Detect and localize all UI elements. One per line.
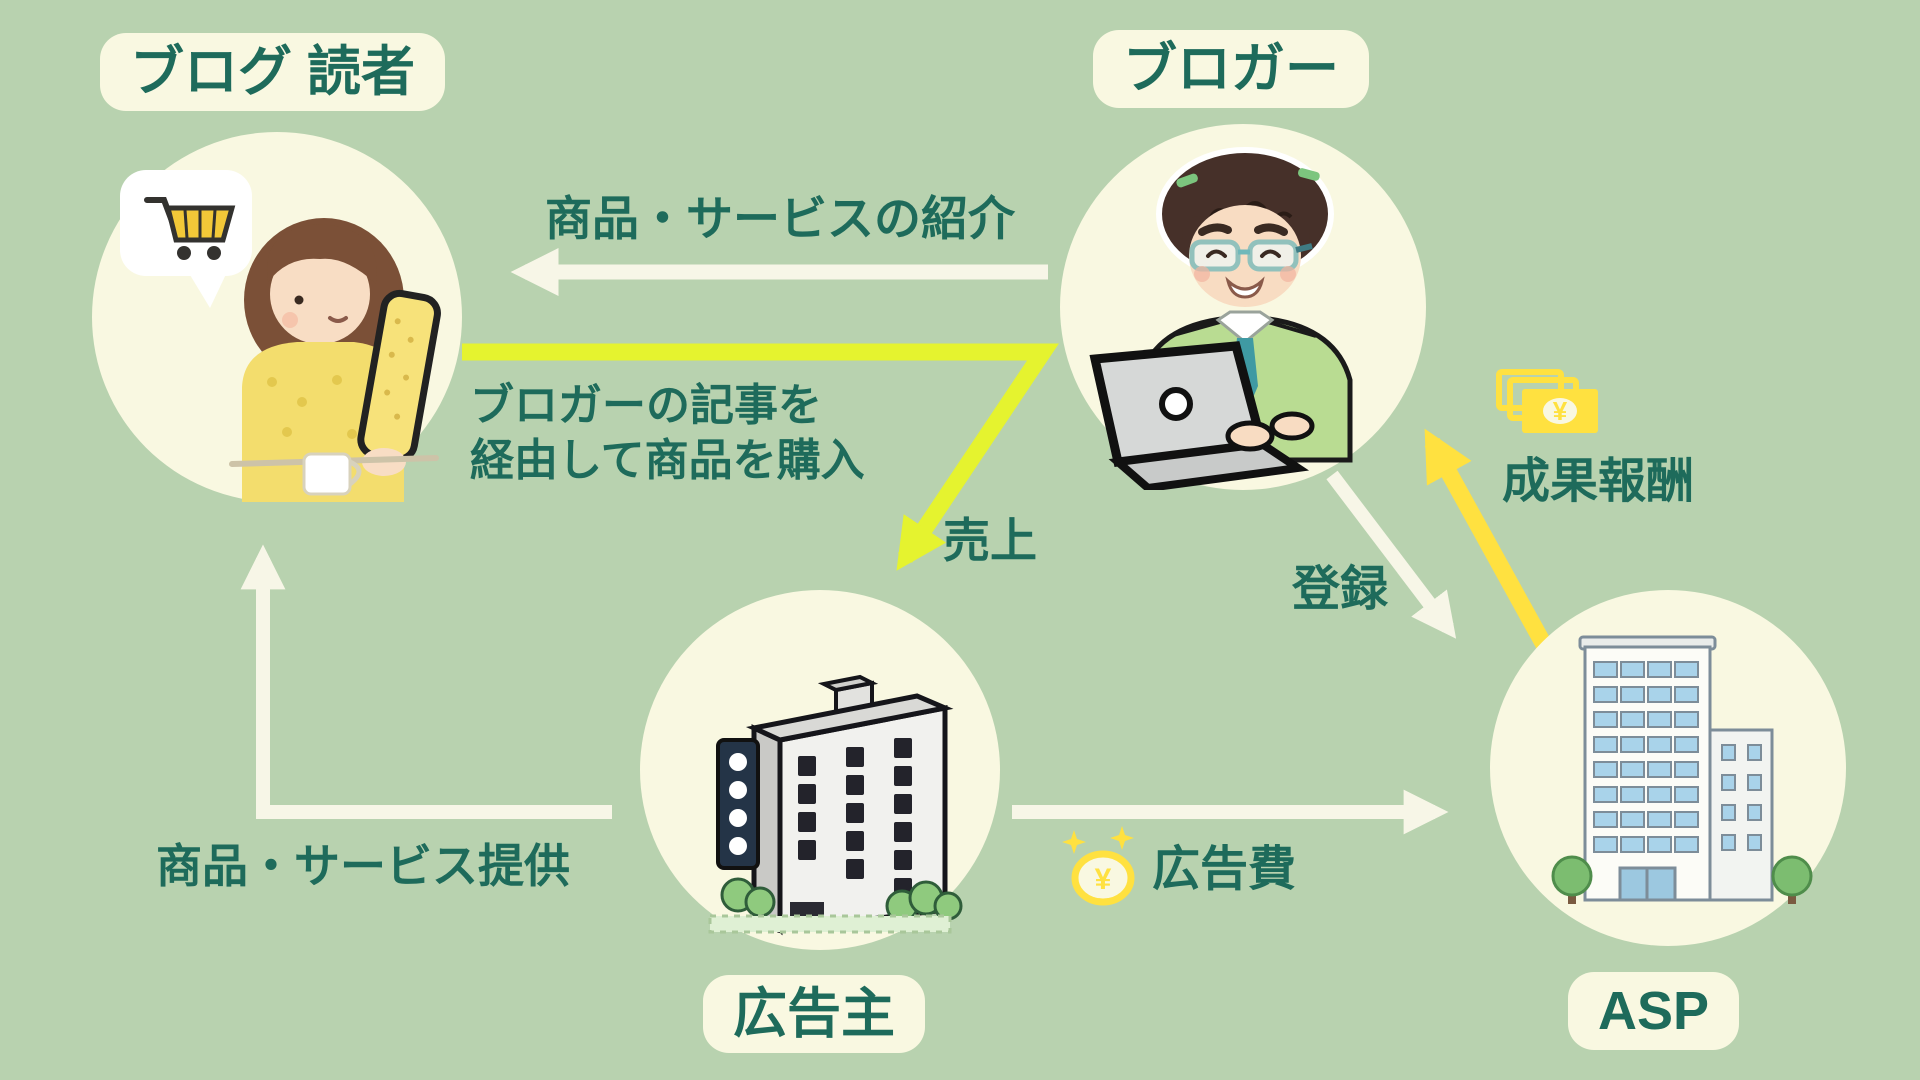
- arrow-reward: [1424, 428, 1556, 657]
- edge-label-intro: 商品・サービスの紹介: [545, 192, 1015, 245]
- blogger-figure: [1089, 147, 1353, 490]
- arrow-provide: [240, 544, 612, 819]
- asp-label: ASP: [1568, 972, 1740, 1051]
- blogger-label: ブロガー: [1093, 30, 1369, 109]
- edge-label-purchase-line1: ブロガーの記事を: [470, 381, 822, 430]
- hairpin-icon: [1297, 168, 1320, 181]
- asp-node-circle: [1490, 590, 1846, 946]
- yen-banknotes-icon: ¥: [1496, 369, 1598, 433]
- edge-label-sales: 売上: [943, 514, 1037, 567]
- woman-reading-phone-illustration: [120, 170, 441, 502]
- blogger-node-circle: [1060, 124, 1426, 490]
- laptop-icon: [1089, 341, 1310, 490]
- glasses-icon: [1189, 239, 1313, 272]
- advertiser-building: [708, 674, 963, 936]
- man-with-laptop-illustration: [1089, 147, 1353, 490]
- building-sign: [716, 738, 760, 870]
- shopping-cart-icon: [120, 170, 252, 308]
- office-building-illustration: [708, 674, 963, 936]
- hairpin-icon: [1176, 173, 1198, 188]
- arrow-purchase: [462, 343, 1059, 571]
- reader-node-circle: [92, 132, 462, 502]
- edge-label-reward: 成果報酬: [1502, 455, 1695, 508]
- bushes: [720, 877, 963, 923]
- woman-figure: [229, 218, 441, 502]
- edge-label-ad-fee: 広告費: [1152, 843, 1297, 896]
- advertiser-node-circle: [640, 590, 1000, 950]
- arrow-register: [1326, 470, 1457, 639]
- edge-label-register: 登録: [1292, 563, 1389, 616]
- advertiser-label: 広告主: [703, 975, 925, 1054]
- edge-label-provide: 商品・サービス提供: [156, 840, 570, 892]
- tree-icon: [1551, 855, 1813, 904]
- edge-label-purchase: ブロガーの記事を 経由して商品を購入: [470, 378, 865, 488]
- asp-building: [1551, 635, 1813, 904]
- svg-text:¥: ¥: [1553, 396, 1568, 426]
- asp-building-illustration: [1551, 635, 1813, 904]
- edge-label-purchase-line2: 経由して商品を購入: [470, 436, 865, 485]
- svg-text:¥: ¥: [1095, 863, 1112, 896]
- smartphone-icon: [357, 289, 441, 463]
- yen-coin-icon: ¥: [1062, 826, 1135, 906]
- reader-label: ブログ 読者: [100, 33, 446, 112]
- coffee-cup-icon: [302, 452, 362, 496]
